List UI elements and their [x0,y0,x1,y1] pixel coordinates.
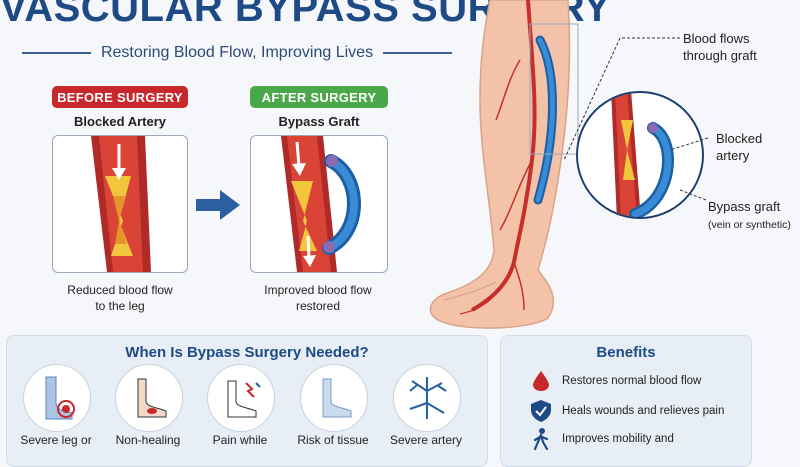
callout-blood-flows-line2: through graft [683,48,757,63]
when-needed-title: When Is Bypass Surgery Needed? [125,344,369,361]
before-caption-line1: Reduced blood flow [67,283,173,297]
need-label-5: Severe artery [389,433,463,447]
need-label-2: Non-healing [115,433,181,447]
right-arrow-icon [196,190,240,220]
bypass-graft-illustration [281,136,361,272]
shield-check-icon [530,400,552,422]
benefit-item-3: Improves mobility and [530,428,674,450]
before-caption-line2: to the leg [95,299,145,313]
need-label-3: Pain while [212,433,268,447]
before-surgery-badge: BEFORE SURGERY [52,86,188,108]
leg-pain-icon [23,364,91,432]
blocked-artery-illustration [91,136,151,272]
callout-bypass-graft: Bypass graft (vein or synthetic) [708,198,791,234]
callout-graft-line2: (vein or synthetic) [708,219,791,231]
page-title: VASCULAR BYPASS SURGERY [0,0,611,30]
before-caption: Reduced blood flow to the leg [40,282,200,314]
foot-pain-icon [207,364,275,432]
subtitle-rule-left [22,52,91,54]
after-caption: Improved blood flow restored [236,282,400,314]
artery-branch-icon [393,364,461,432]
before-heading: Blocked Artery [74,114,166,129]
subtitle-row: Restoring Blood Flow, Improving Lives [22,42,452,64]
benefit-label-3: Improves mobility and [562,433,674,445]
benefits-title: Benefits [596,344,656,361]
callout-blocked-line1: Blocked [716,131,763,146]
callout-graft-line1: Bypass graft [708,199,781,214]
after-panel [250,135,388,273]
callout-leader-lines [563,37,709,201]
callout-blocked-line2: artery [716,148,750,163]
benefit-item-2: Heals wounds and relieves pain [530,400,724,422]
walking-person-icon [530,428,552,450]
after-caption-line2: restored [295,299,341,313]
after-caption-line1: Improved blood flow [264,283,372,297]
benefit-label-1: Restores normal blood flow [562,375,702,387]
callout-blood-flows: Blood flows through graft [683,30,757,64]
after-surgery-badge: AFTER SURGERY [250,86,388,108]
callout-blood-flows-line1: Blood flows [683,31,750,46]
before-panel [52,135,188,273]
page-subtitle: Restoring Blood Flow, Improving Lives [100,44,374,61]
benefit-item-1: Restores normal blood flow [530,370,701,392]
blood-drop-icon [530,370,552,392]
zoom-detail-illustration [576,91,704,219]
subtitle-rule-right [383,52,452,54]
foot-wound-icon [115,364,183,432]
need-label-1: Severe leg or [20,433,92,447]
callout-blocked-artery: Blocked artery [716,130,762,164]
after-heading: Bypass Graft [278,114,360,129]
foot-tissue-icon [300,364,368,432]
leg-illustration [429,0,579,329]
need-label-4: Risk of tissue [297,433,369,447]
benefit-label-2: Heals wounds and relieves pain [562,405,725,417]
